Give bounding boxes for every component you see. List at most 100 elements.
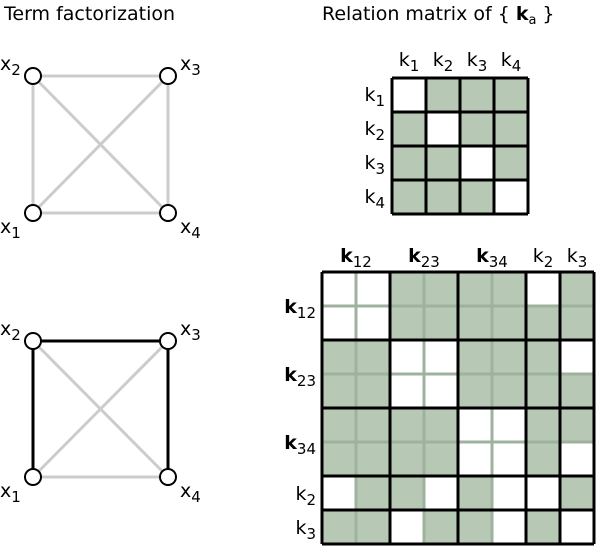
- node-label-x1: x1: [0, 480, 21, 506]
- small-matrix-cell: [494, 146, 528, 180]
- node-x4: [159, 204, 177, 222]
- large-matrix-cell: [322, 476, 356, 510]
- small-matrix-cell: [494, 180, 528, 214]
- large-matrix-cell: [526, 476, 560, 510]
- small-matrix-row-label: k4: [364, 186, 385, 212]
- large-matrix-cell: [356, 374, 390, 408]
- large-matrix-row-label: k12: [284, 296, 316, 322]
- large-matrix-cell: [492, 442, 526, 476]
- large-matrix-cell: [526, 272, 560, 306]
- large-matrix-cell: [356, 340, 390, 374]
- large-matrix-cell: [322, 442, 356, 476]
- large-matrix-cell: [390, 306, 424, 340]
- large-matrix-cell: [458, 306, 492, 340]
- large-matrix-cell: [390, 340, 424, 374]
- node-label-x1: x1: [0, 216, 21, 242]
- large-matrix-cell: [356, 510, 390, 544]
- small-matrix-row-label: k1: [364, 84, 385, 110]
- small-matrix-cell: [460, 146, 494, 180]
- large-matrix-cell: [458, 476, 492, 510]
- graph-bottom: x1 x2 x3 x4: [0, 318, 201, 506]
- large-matrix-cell: [424, 272, 458, 306]
- large-matrix-cell: [390, 272, 424, 306]
- large-matrix-cell: [322, 306, 356, 340]
- small-matrix-cell: [392, 180, 426, 214]
- large-matrix-cell: [492, 340, 526, 374]
- large-matrix-cell: [356, 272, 390, 306]
- node-x1: [24, 204, 42, 222]
- small-matrix-cell: [426, 112, 460, 146]
- large-matrix-row-label: k34: [284, 432, 316, 458]
- large-matrix-cell: [322, 340, 356, 374]
- large-matrix-cell: [322, 374, 356, 408]
- small-matrix-cell: [426, 78, 460, 112]
- left-title: Term factorization: [3, 3, 175, 25]
- large-matrix-cell: [356, 408, 390, 442]
- large-matrix-cell: [356, 306, 390, 340]
- large-matrix-cell: [560, 510, 594, 544]
- large-matrix-cell: [322, 510, 356, 544]
- large-matrix-cell: [390, 476, 424, 510]
- large-matrix-cell: [560, 476, 594, 510]
- large-matrix-cell: [424, 476, 458, 510]
- right-title: Relation matrix of {ka}: [322, 3, 555, 28]
- small-matrix-row-label: k3: [364, 152, 385, 178]
- small-matrix-cell: [494, 78, 528, 112]
- large-matrix-cell: [458, 442, 492, 476]
- small-matrix-cell: [426, 146, 460, 180]
- node-x3: [159, 332, 177, 350]
- small-matrix-cell: [392, 146, 426, 180]
- large-matrix-cell: [458, 374, 492, 408]
- small-matrix-row-label: k2: [364, 118, 385, 144]
- node-x3: [159, 67, 177, 85]
- small-matrix-col-label: k3: [467, 49, 488, 75]
- edge-x2-x4: [31, 339, 170, 479]
- large-matrix-cell: [526, 510, 560, 544]
- large-matrix-cell: [424, 442, 458, 476]
- large-matrix-row-label: k2: [295, 483, 316, 509]
- node-label-x4: x4: [180, 480, 201, 506]
- large-matrix-col-label: k23: [408, 245, 440, 271]
- large-matrix-cell: [560, 442, 594, 476]
- large-matrix-cell: [356, 476, 390, 510]
- large-matrix-cell: [492, 306, 526, 340]
- small-matrix-cell: [460, 78, 494, 112]
- large-matrix-cell: [492, 510, 526, 544]
- large-matrix-cell: [322, 408, 356, 442]
- large-matrix-col-label: k12: [340, 245, 372, 271]
- node-label-x2: x2: [0, 53, 21, 79]
- small-matrix-col-label: k2: [433, 49, 454, 75]
- node-label-x2: x2: [0, 318, 21, 344]
- node-x2: [24, 332, 42, 350]
- small-matrix-cell: [392, 112, 426, 146]
- large-matrix-cell: [526, 442, 560, 476]
- large-matrix-cell: [560, 340, 594, 374]
- large-matrix-cell: [424, 340, 458, 374]
- node-label-x4: x4: [180, 216, 201, 242]
- large-matrix-cell: [390, 442, 424, 476]
- large-matrix-cell: [390, 408, 424, 442]
- large-matrix-cell: [424, 408, 458, 442]
- large-matrix-cell: [526, 374, 560, 408]
- large-matrix-cell: [356, 442, 390, 476]
- large-matrix-cell: [458, 340, 492, 374]
- large-matrix-cell: [526, 306, 560, 340]
- large-matrix-col-label: k2: [533, 245, 554, 271]
- large-matrix-col-label: k34: [476, 245, 508, 271]
- small-matrix-cell: [460, 112, 494, 146]
- large-matrix-cell: [526, 340, 560, 374]
- large-matrix-cell: [390, 374, 424, 408]
- node-label-x3: x3: [180, 318, 201, 344]
- large-matrix-cell: [458, 408, 492, 442]
- small-matrix-cell: [426, 180, 460, 214]
- node-x1: [24, 468, 42, 486]
- large-matrix-cell: [560, 374, 594, 408]
- node-x2: [24, 67, 42, 85]
- large-matrix-cell: [424, 374, 458, 408]
- large-matrix-cell: [424, 510, 458, 544]
- small-matrix-cell: [460, 180, 494, 214]
